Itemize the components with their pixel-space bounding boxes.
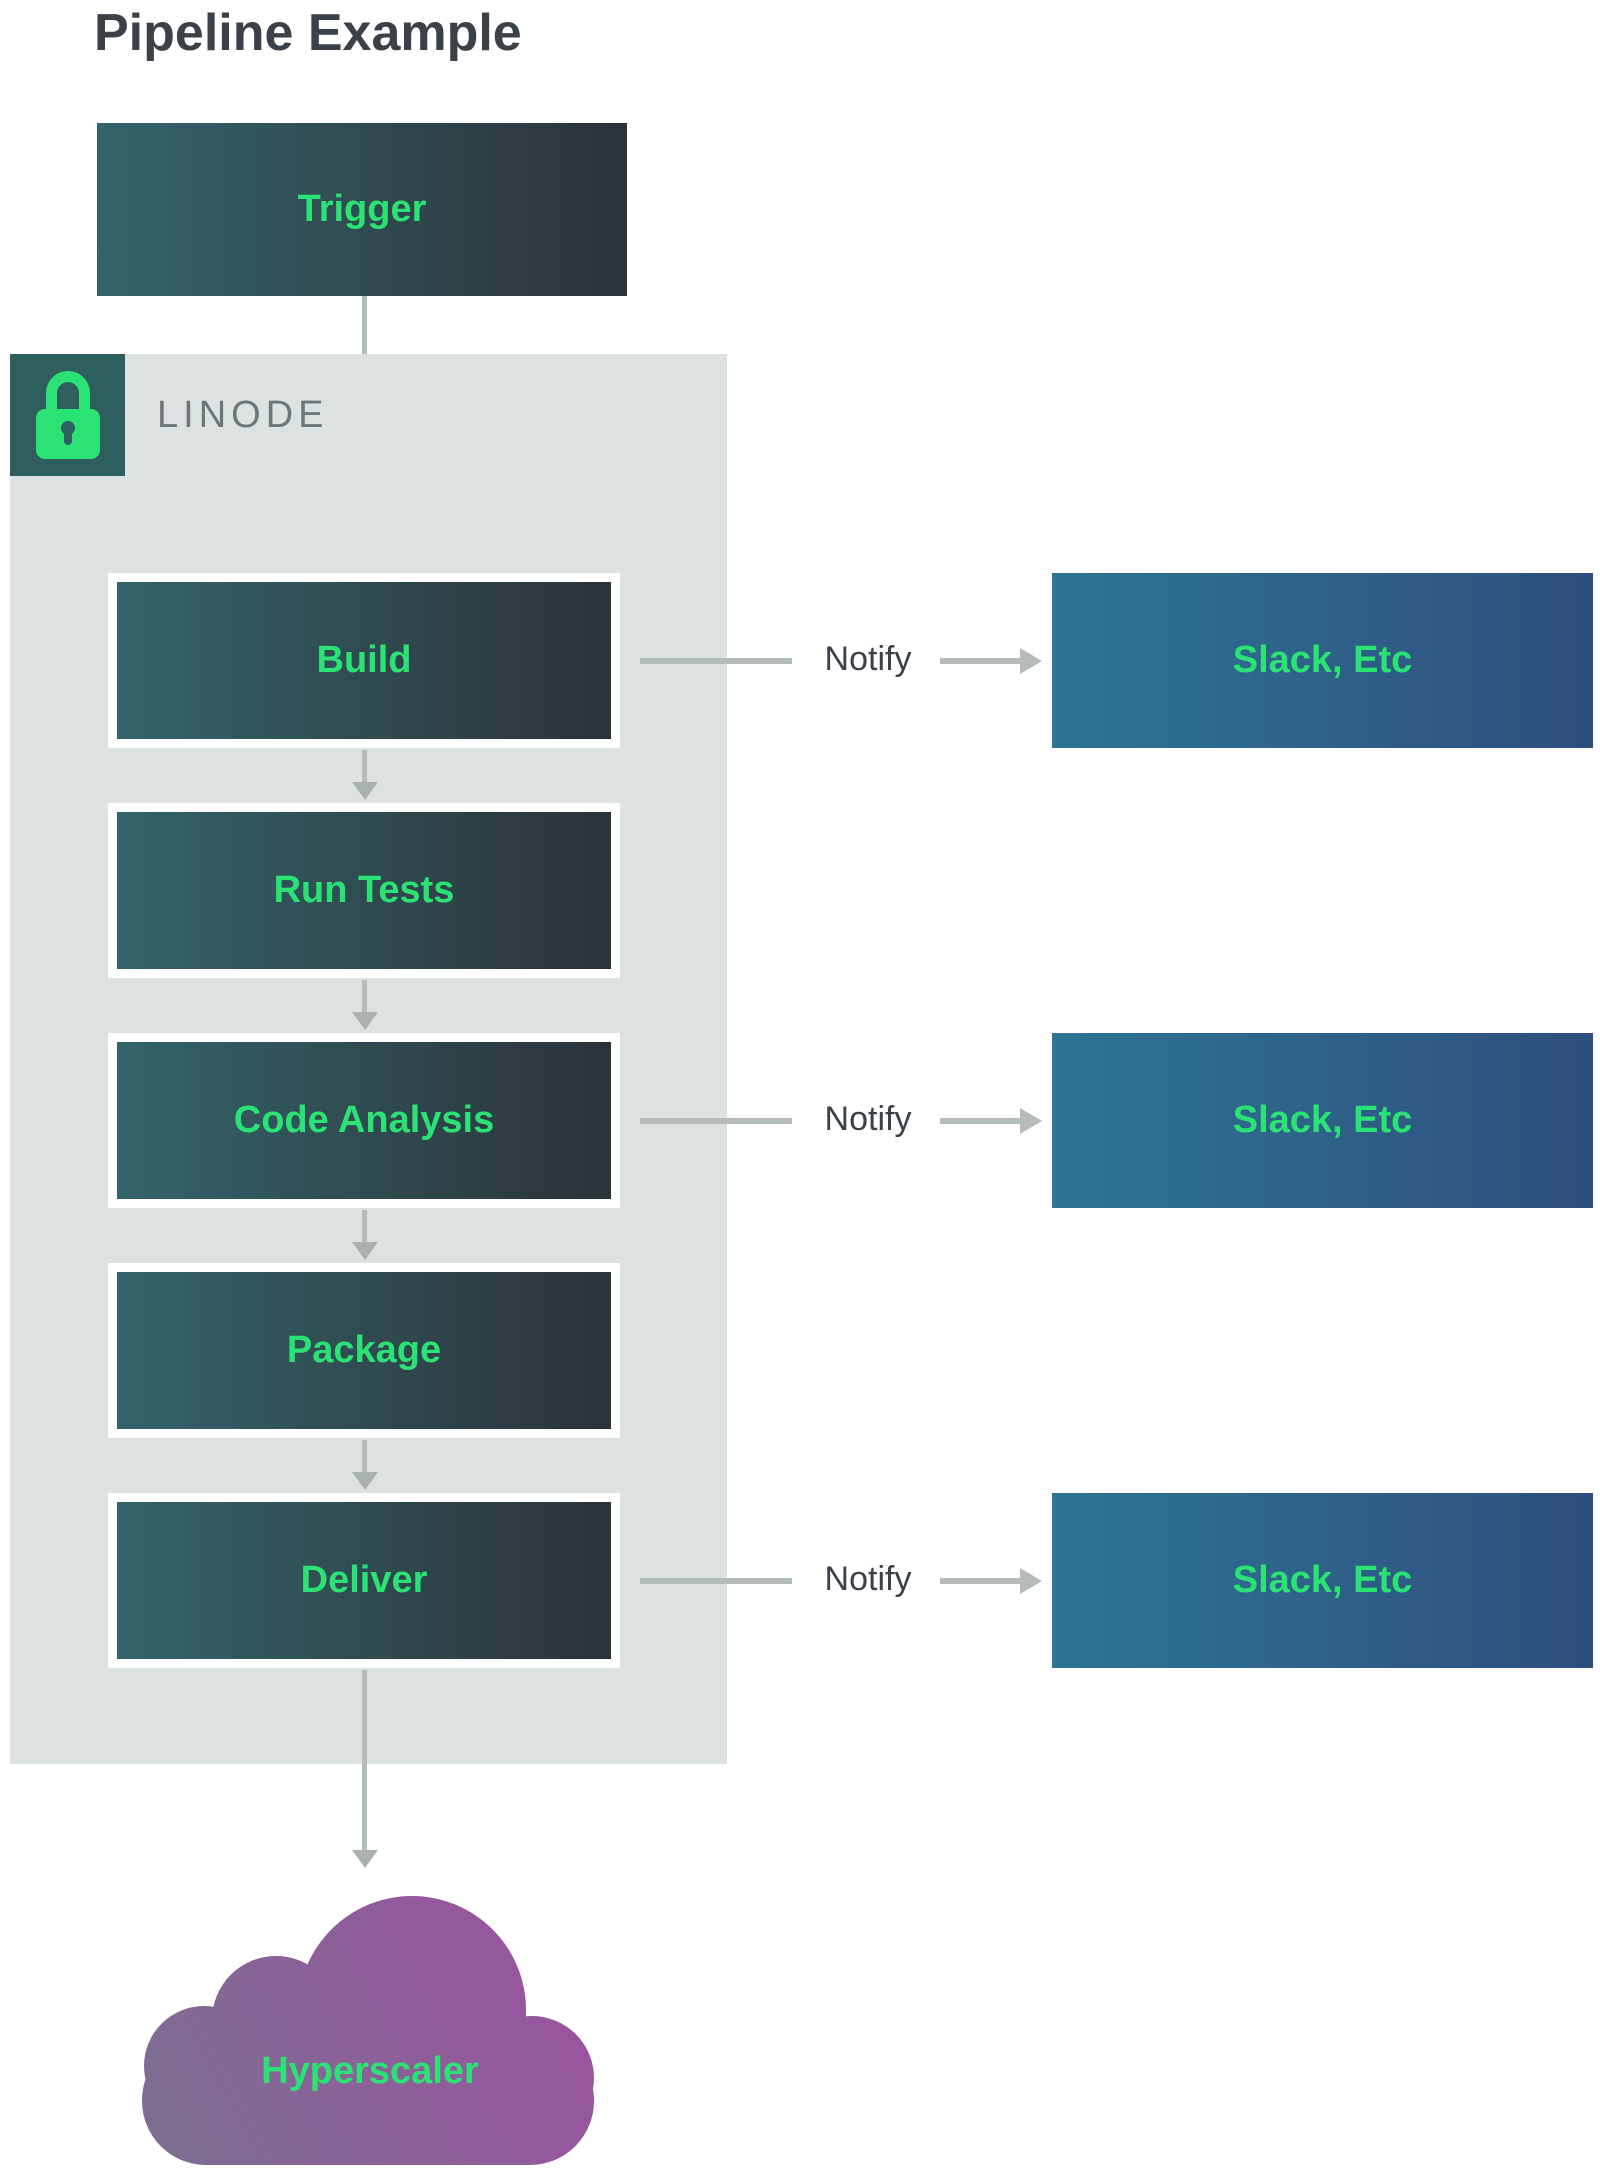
stage-node-build: Build: [108, 573, 620, 748]
lock-icon: [35, 371, 100, 459]
notify-target-label: Slack, Etc: [1232, 639, 1413, 681]
notify-line: [640, 1578, 792, 1584]
stage-connector-line: [362, 750, 367, 782]
notify-arrowhead-icon: [1020, 1108, 1042, 1134]
stage-connector-line: [362, 1440, 367, 1472]
stage-node-code-analysis: Code Analysis: [108, 1033, 620, 1208]
notify-arrow-line: [940, 1578, 1020, 1584]
stage-label: Code Analysis: [233, 1099, 495, 1141]
page-title: Pipeline Example: [94, 4, 522, 62]
stage-connector-line: [362, 980, 367, 1012]
trigger-label: Trigger: [297, 188, 427, 230]
stage-connector-arrowhead-icon: [352, 1472, 378, 1490]
notify-label: Notify: [824, 640, 912, 678]
notify-line: [640, 1118, 792, 1124]
stage-connector-arrowhead-icon: [352, 1012, 378, 1030]
stage-connector-arrowhead-icon: [352, 1242, 378, 1260]
stage-node-run-tests: Run Tests: [108, 803, 620, 978]
notify-label: Notify: [824, 1100, 912, 1138]
stage-node-build-surface: Build: [117, 582, 611, 739]
cloud-label: Hyperscaler: [261, 2050, 479, 2092]
notify-arrowhead-icon: [1020, 648, 1042, 674]
stage-node-deliver-surface: Deliver: [117, 1502, 611, 1659]
notify-target-label: Slack, Etc: [1232, 1099, 1413, 1141]
notify-arrow-line: [940, 1118, 1020, 1124]
lock-badge: [10, 354, 125, 476]
stage-node-run-tests-surface: Run Tests: [117, 812, 611, 969]
stage-label: Run Tests: [273, 869, 455, 911]
notify-target-box: Slack, Etc: [1052, 1493, 1593, 1668]
stage-node-package: Package: [108, 1263, 620, 1438]
platform-label: LINODE: [157, 394, 329, 436]
notify-line: [640, 658, 792, 664]
notify-arrow-line: [940, 658, 1020, 664]
notify-target-box: Slack, Etc: [1052, 1033, 1593, 1208]
stage-node-package-surface: Package: [117, 1272, 611, 1429]
stage-label: Build: [316, 639, 412, 681]
trigger-node: Trigger: [97, 123, 627, 296]
stage-node-code-analysis-surface: Code Analysis: [117, 1042, 611, 1199]
cloud-shape: [142, 1896, 594, 2165]
stage-node-deliver: Deliver: [108, 1493, 620, 1668]
notify-target-label: Slack, Etc: [1232, 1559, 1413, 1601]
lock-keyhole-stem: [63, 429, 72, 445]
stage-connector-arrowhead-icon: [352, 782, 378, 800]
deliver-to-cloud-arrow-line: [362, 1670, 367, 1850]
notify-arrowhead-icon: [1020, 1568, 1042, 1594]
lock-shackle: [45, 371, 90, 415]
stage-connector-line: [362, 1210, 367, 1242]
deliver-to-cloud-arrowhead-icon: [352, 1850, 378, 1868]
notify-label: Notify: [824, 1560, 912, 1598]
stage-label: Deliver: [300, 1559, 428, 1601]
notify-target-box: Slack, Etc: [1052, 573, 1593, 748]
stage-label: Package: [286, 1329, 442, 1371]
